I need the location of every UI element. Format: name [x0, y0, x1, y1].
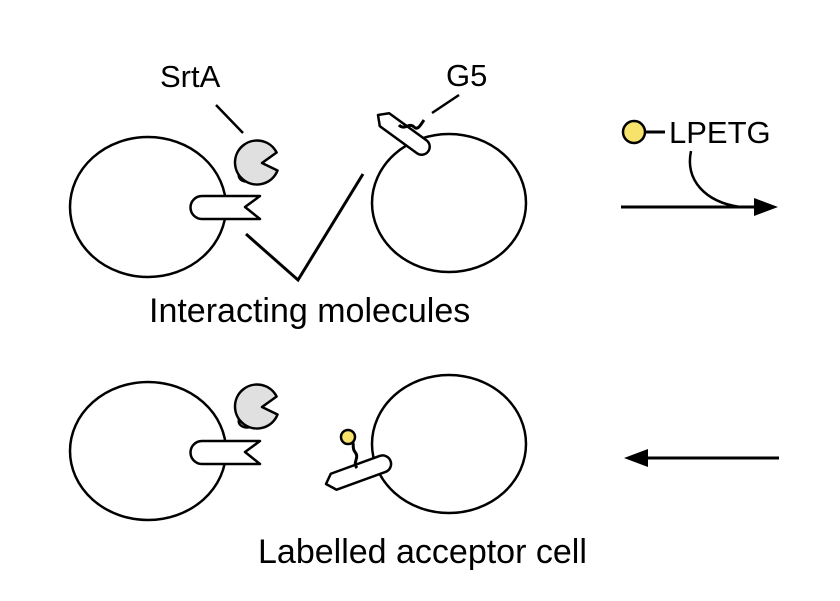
srta-enzyme-top — [233, 139, 279, 186]
g5-receptor-top — [376, 111, 431, 156]
top-row: SrtA G5 Interacting molecules — [68, 58, 528, 330]
bottom-caption: Labelled acceptor cell — [258, 533, 587, 571]
donor-receptor-bottom — [189, 439, 262, 466]
substrate-ball — [621, 119, 647, 145]
attached-label-ball — [339, 428, 357, 446]
g5-receptor-bottom — [324, 454, 393, 491]
interaction-v-line — [245, 173, 365, 283]
top-caption: Interacting molecules — [149, 292, 470, 330]
acceptor-cell-bottom — [370, 373, 528, 515]
acceptor-cell-top — [370, 132, 528, 274]
srta-enzyme-bottom — [233, 383, 279, 430]
bottom-row: Labelled acceptor cell — [68, 373, 587, 571]
forward-arrow-head — [754, 198, 778, 216]
g5-label: G5 — [446, 58, 487, 93]
g5-tag-squiggle — [397, 119, 426, 130]
substrate-label: LPETG — [669, 115, 771, 150]
return-arrow-head — [624, 449, 648, 467]
srta-pointer-line — [215, 104, 244, 134]
donor-receptor-top — [189, 194, 262, 221]
reaction-arrows: LPETG — [621, 115, 779, 467]
substrate-curve — [688, 150, 741, 209]
srta-label: SrtA — [160, 59, 221, 94]
g5-pointer-line — [431, 93, 460, 115]
